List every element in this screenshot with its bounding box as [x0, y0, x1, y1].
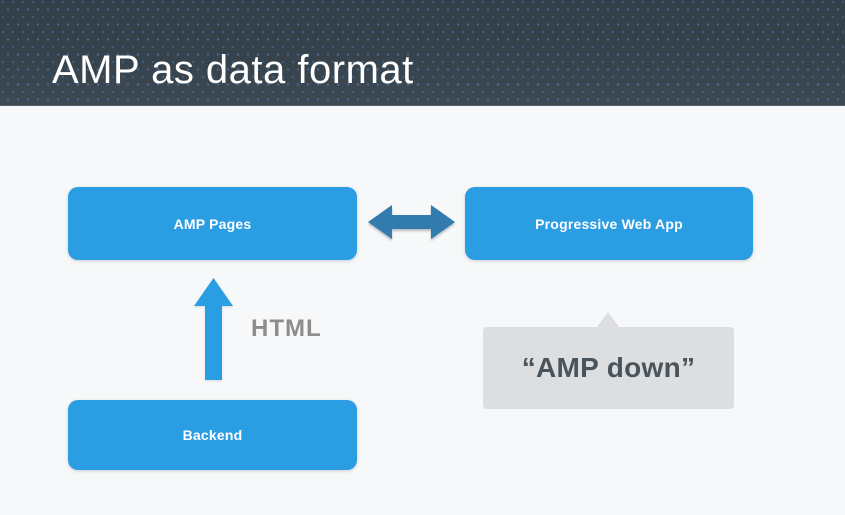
node-progressive-web-app: Progressive Web App	[465, 187, 753, 260]
callout-text: “AMP down”	[521, 352, 696, 383]
node-backend: Backend	[68, 400, 357, 470]
slide-header: AMP as data format	[0, 0, 845, 106]
callout-pointer	[597, 312, 619, 327]
node-amp-pages-label: AMP Pages	[173, 215, 252, 232]
edge-label-html: HTML	[251, 315, 322, 342]
node-amp-pages: AMP Pages	[68, 187, 357, 260]
node-backend-label: Backend	[182, 427, 243, 443]
callout-bubble: “AMP down”	[483, 312, 734, 409]
node-progressive-web-app-label: Progressive Web App	[535, 215, 683, 232]
slide-title: AMP as data format	[52, 48, 414, 92]
bidirectional-arrow-icon	[368, 205, 455, 239]
up-arrow-icon	[194, 278, 233, 380]
